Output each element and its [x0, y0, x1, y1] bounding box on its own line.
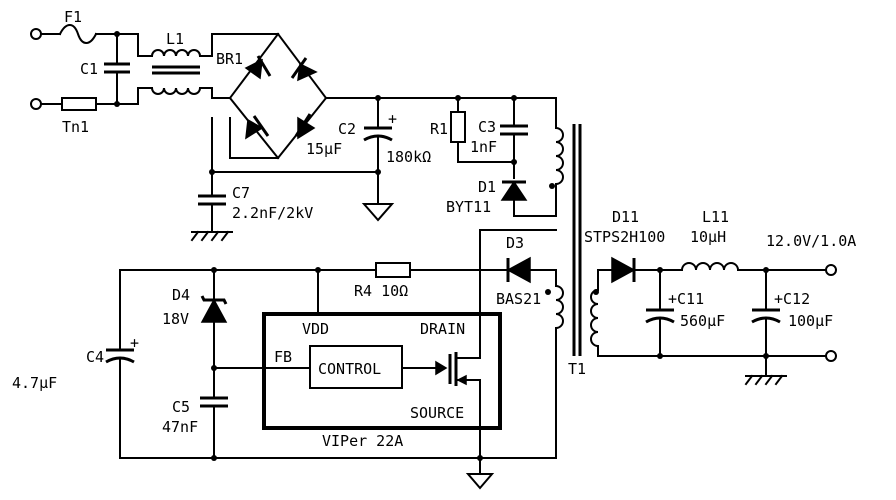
aux-winding: [554, 284, 564, 330]
label-c11-value: 560μF: [680, 312, 725, 330]
choke-l1-bottom: [150, 86, 202, 95]
ac-input: [30, 24, 279, 111]
output-section: [597, 256, 837, 386]
label-l11: L11: [702, 208, 729, 226]
diode-d3: [506, 256, 531, 284]
label-source: SOURCE: [410, 404, 464, 422]
ground-icon: [361, 203, 395, 222]
bridge-rectifier-br1: [211, 32, 379, 173]
label-c12: +C12: [774, 290, 810, 308]
label-f1: F1: [64, 8, 82, 26]
input-terminal-top: [30, 28, 42, 40]
inductor-l11: [680, 262, 740, 272]
label-r1-value: 180kΩ: [386, 148, 431, 166]
aux-supply: [105, 256, 557, 490]
labels: F1 L1 BR1 C1 Tn1 + C2 15μF R1 180kΩ C3 1…: [12, 8, 856, 450]
label-c12-value: 100μF: [788, 312, 833, 330]
label-c2-plus: +: [388, 110, 397, 128]
ic-package: [262, 312, 502, 430]
output-terminal-negative: [825, 350, 837, 362]
label-c2-value: 15μF: [306, 140, 342, 158]
label-r1: R1: [430, 120, 448, 138]
label-c4-value: 4.7μF: [12, 374, 57, 392]
label-d11: D11: [612, 208, 639, 226]
resistor-r4: [375, 262, 411, 278]
label-c11: +C11: [668, 290, 704, 308]
thermistor-tn1: [61, 97, 97, 111]
label-c2: C2: [338, 120, 356, 138]
viper22a-ic: [262, 229, 557, 459]
zener-d4: [200, 298, 228, 323]
label-tn1: Tn1: [62, 118, 89, 136]
label-t1: T1: [568, 360, 586, 378]
transformer-t1: [545, 97, 600, 459]
label-c3: C3: [478, 118, 496, 136]
label-c3-value: 1nF: [470, 138, 497, 156]
primary-winding: [554, 126, 564, 186]
bulk-capacitor-section: [190, 95, 557, 242]
label-drain: DRAIN: [420, 320, 465, 338]
label-d1: D1: [478, 178, 496, 196]
primary-ground-icon: [465, 473, 495, 490]
label-c7-value: 2.2nF/2kV: [232, 204, 313, 222]
input-terminal-bottom: [30, 98, 42, 110]
label-l11-value: 10μH: [690, 228, 726, 246]
label-c5: C5: [172, 398, 190, 416]
label-d1-value: BYT11: [446, 198, 491, 216]
diode-d1: [500, 180, 528, 201]
diode-d11: [611, 256, 636, 284]
label-viper: VIPer 22A: [322, 432, 403, 450]
label-d3-value: BAS21: [496, 290, 541, 308]
label-br1: BR1: [216, 50, 243, 68]
snubber-network: [450, 95, 557, 217]
label-control: CONTROL: [318, 360, 381, 378]
label-r4: R4 10Ω: [354, 282, 408, 300]
choke-l1-top: [150, 49, 202, 58]
secondary-winding: [590, 288, 600, 348]
label-c5-value: 47nF: [162, 418, 198, 436]
label-d4: D4: [172, 286, 190, 304]
label-fb: FB: [274, 348, 292, 366]
label-output: 12.0V/1.0A: [766, 232, 856, 250]
label-c4: C4: [86, 348, 104, 366]
label-d11-value: STPS2H100: [584, 228, 665, 246]
label-d3: D3: [506, 234, 524, 252]
output-terminal-positive: [825, 264, 837, 276]
label-d4-value: 18V: [162, 310, 189, 328]
label-vdd: VDD: [302, 320, 329, 338]
label-c4-plus: +: [130, 334, 139, 352]
label-l1: L1: [166, 30, 184, 48]
fuse-f1: [58, 24, 98, 44]
label-c1: C1: [80, 60, 98, 78]
resistor-r1: [450, 111, 466, 143]
label-c7: C7: [232, 184, 250, 202]
